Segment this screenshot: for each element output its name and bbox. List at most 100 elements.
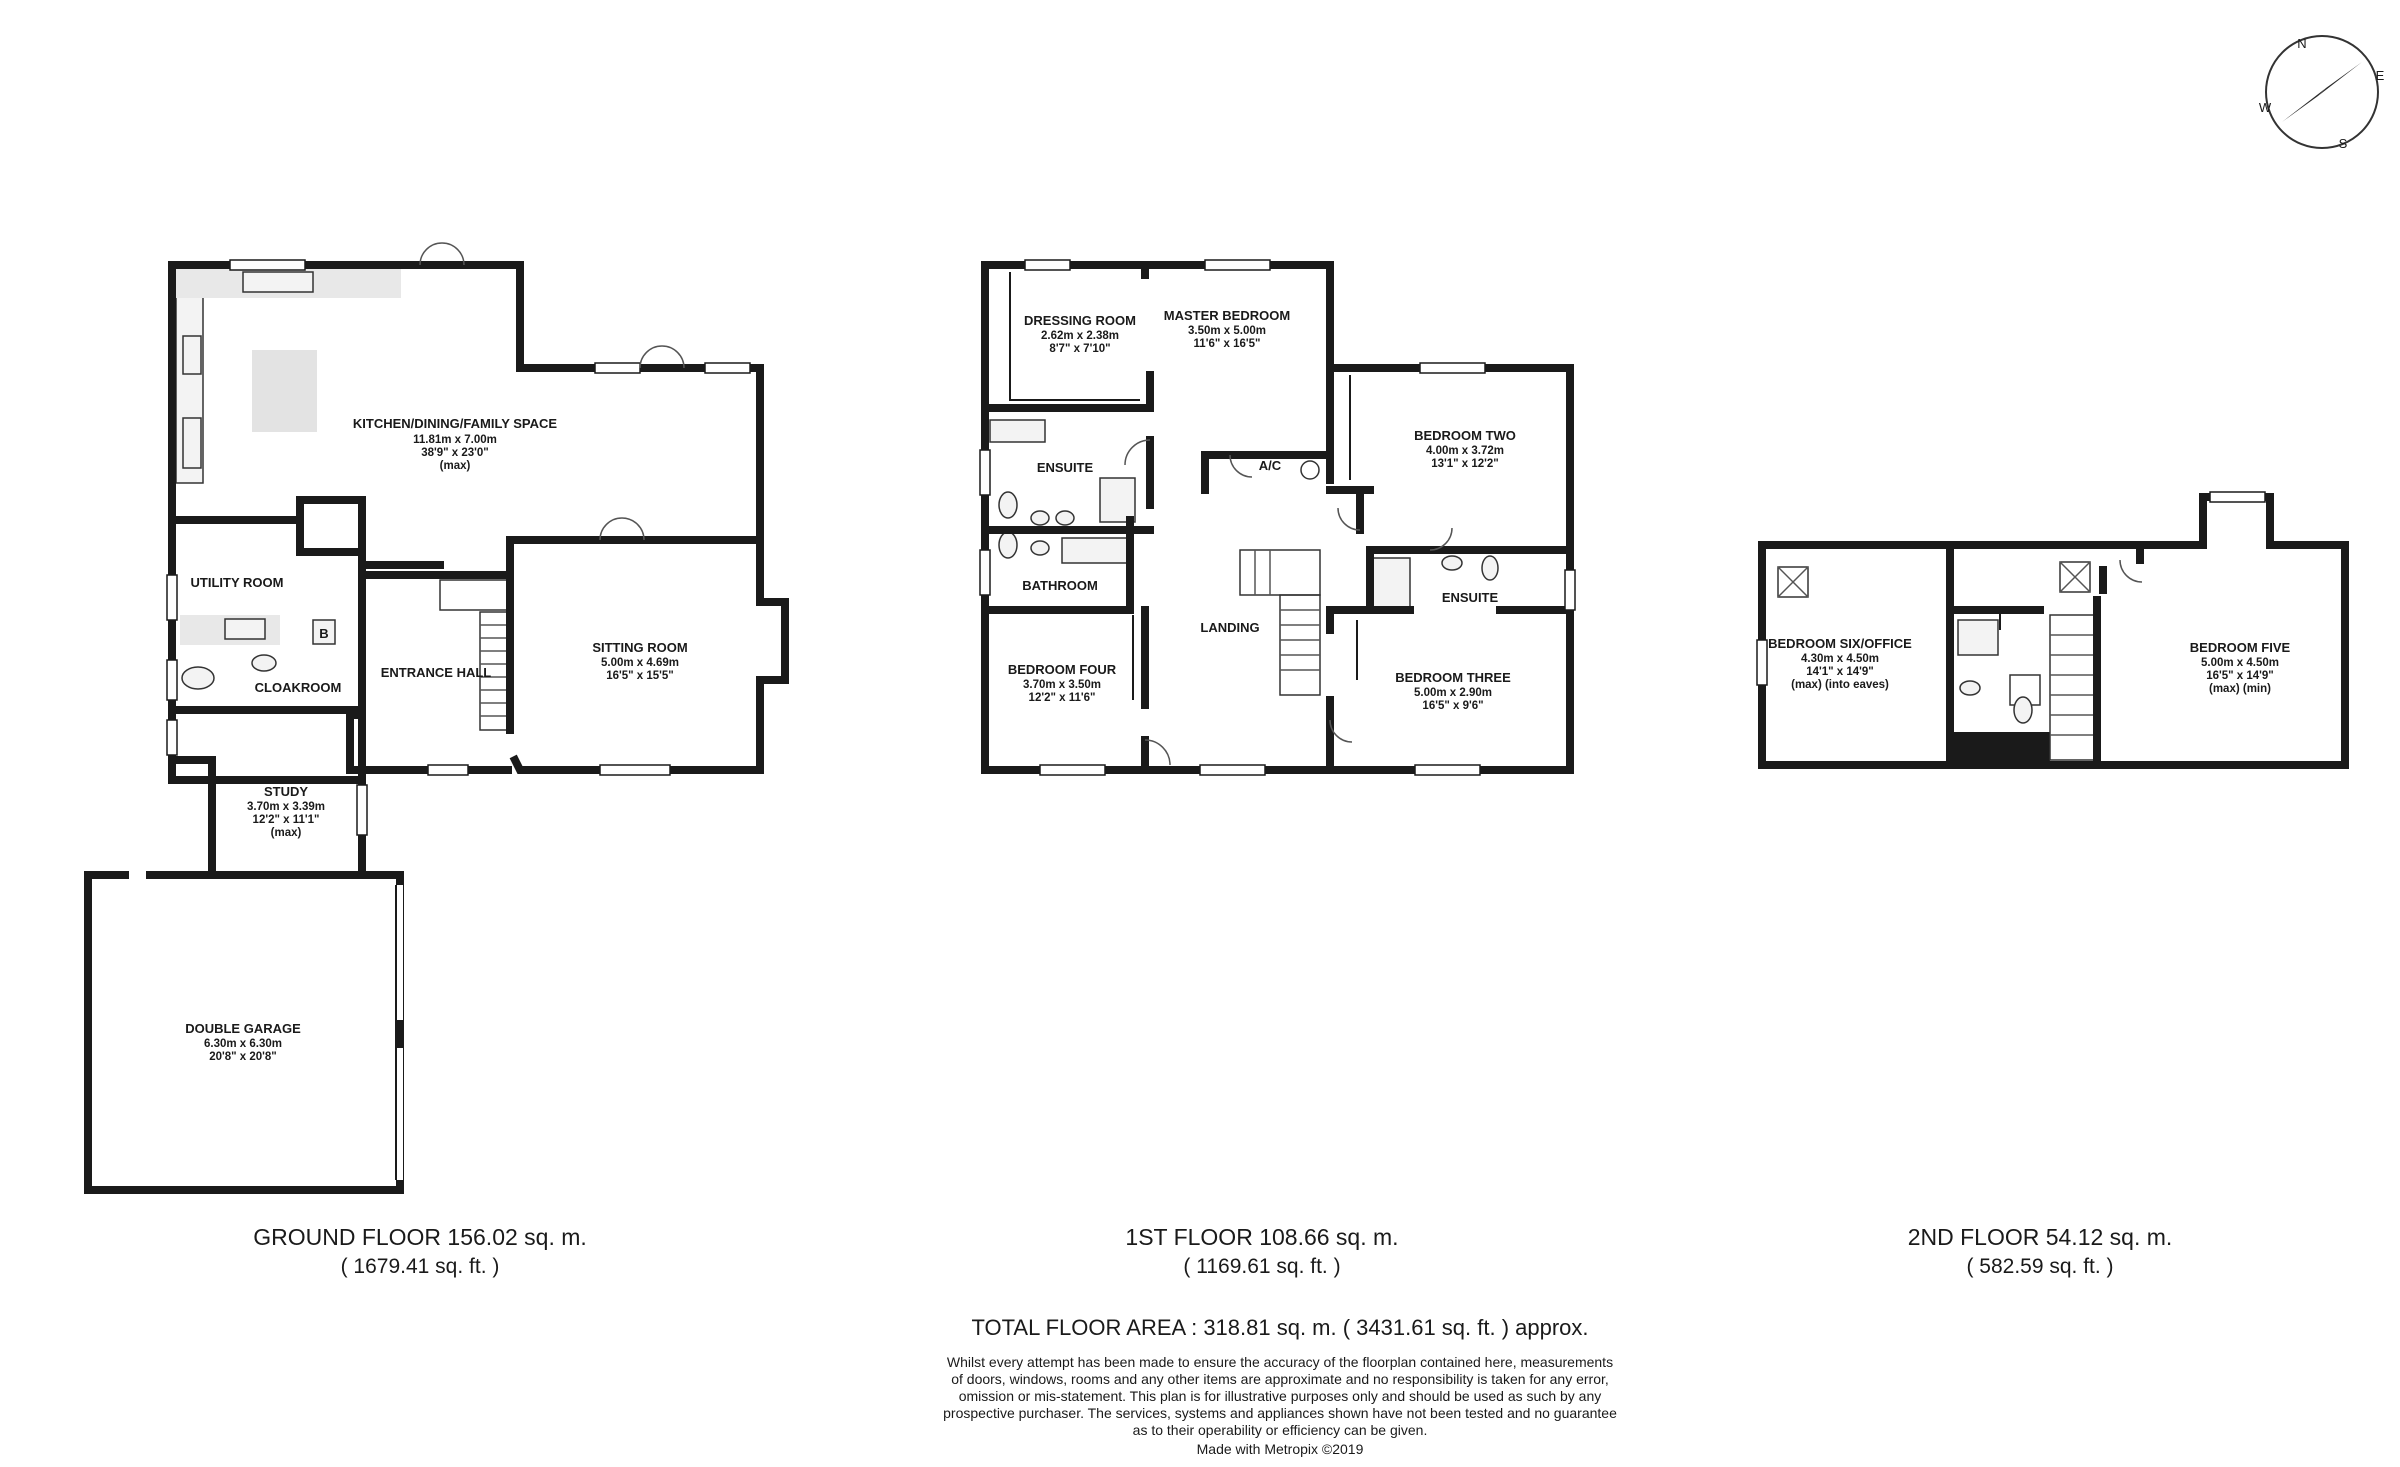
french-doors-icon — [419, 242, 465, 266]
door-swing — [1144, 739, 1171, 766]
ground-floor-plan: B — [84, 242, 789, 1194]
ground-floor-sqft: ( 1679.41 sq. ft. ) — [341, 1255, 500, 1278]
bedroom-five-note: (max) (min) — [2209, 683, 2271, 695]
window — [1419, 362, 1486, 374]
window — [427, 764, 469, 776]
utility-label: UTILITY ROOM — [191, 575, 284, 590]
boiler-box — [312, 619, 336, 645]
toilet-icon — [998, 491, 1018, 519]
second-floor-plan: BEDROOM SIX/OFFICE 4.30m x 4.50m 14'1" x… — [1756, 491, 2349, 769]
window — [1564, 569, 1576, 611]
study-imperial: 12'2" x 11'1" — [253, 814, 320, 826]
entrance-hall-label: ENTRANCE HALL — [381, 665, 492, 680]
door-swing — [1337, 507, 1361, 531]
bathroom-label: BATHROOM — [1022, 578, 1098, 593]
door-swing — [1329, 719, 1353, 743]
skylight-icon — [1777, 566, 1809, 598]
window — [599, 764, 671, 776]
utility-sink-icon — [224, 618, 266, 640]
first-floor-sqft: ( 1169.61 sq. ft. ) — [1183, 1255, 1340, 1278]
window — [979, 549, 991, 596]
bedroom-four-metric: 3.70m x 3.50m — [1023, 679, 1101, 691]
eaves-void — [1950, 732, 2050, 762]
compass-s-label: S — [2339, 136, 2348, 151]
basin-icon — [1030, 540, 1050, 556]
window — [1414, 764, 1481, 776]
cloakroom-label: CLOAKROOM — [255, 680, 342, 695]
kitchen-label: KITCHEN/DINING/FAMILY SPACE — [353, 416, 558, 431]
compass-n-label: N — [2297, 36, 2306, 51]
dressing-room-label: DRESSING ROOM — [1024, 313, 1136, 328]
window — [1024, 259, 1071, 271]
basin-icon — [1055, 510, 1075, 526]
basin-icon — [1441, 555, 1463, 571]
window — [1039, 764, 1106, 776]
toilet-icon — [181, 666, 215, 690]
bedroom-two-metric: 4.00m x 3.72m — [1426, 445, 1504, 457]
window — [166, 659, 178, 701]
ac-label: A/C — [1259, 458, 1282, 473]
window — [1199, 764, 1266, 776]
second-floor-sqft: ( 582.59 sq. ft. ) — [1966, 1255, 2113, 1278]
bedroom-six-note: (max) (into eaves) — [1791, 679, 1889, 691]
bedroom-four-label: BEDROOM FOUR — [1008, 662, 1117, 677]
sitting-room-imperial: 16'5" x 15'5" — [606, 670, 674, 682]
bedroom-six-label: BEDROOM SIX/OFFICE — [1768, 636, 1912, 651]
ac-unit-icon — [1300, 460, 1320, 480]
study-label: STUDY — [264, 784, 308, 799]
compass-w-label: W — [2259, 100, 2272, 115]
window — [979, 449, 991, 496]
sitting-room-metric: 5.00m x 4.69m — [601, 657, 679, 669]
ground-floor-title: GROUND FLOOR 156.02 sq. m. — [253, 1224, 587, 1250]
dressing-room-metric: 2.62m x 2.38m — [1041, 330, 1119, 342]
disclaimer-line: as to their operability or efficiency ca… — [1133, 1422, 1428, 1438]
master-bedroom-metric: 3.50m x 5.00m — [1188, 325, 1266, 337]
study-note: (max) — [271, 827, 302, 839]
oven-icon — [182, 417, 202, 469]
compass-rose-icon: N E S W — [2259, 35, 2385, 151]
first-floor-title: 1ST FLOOR 108.66 sq. m. — [1125, 1224, 1398, 1250]
garage-metric: 6.30m x 6.30m — [204, 1038, 282, 1050]
total-floor-area: TOTAL FLOOR AREA : 318.81 sq. m. ( 3431.… — [971, 1315, 1588, 1340]
bedroom-six-metric: 4.30m x 4.50m — [1801, 653, 1879, 665]
toilet-icon — [1481, 555, 1499, 581]
kitchen-sink-icon — [242, 271, 314, 293]
landing-label: LANDING — [1200, 620, 1259, 635]
toilet-icon — [998, 531, 1018, 559]
second-floor-title: 2ND FLOOR 54.12 sq. m. — [1908, 1224, 2173, 1250]
bedroom-five-metric: 5.00m x 4.50m — [2201, 657, 2279, 669]
french-doors-icon — [599, 517, 645, 541]
door-swing — [1124, 439, 1151, 466]
second-stairs — [2049, 614, 2096, 761]
ground-stairs — [439, 579, 511, 731]
window — [2209, 491, 2266, 503]
bedroom-three-imperial: 16'5" x 9'6" — [1422, 700, 1483, 712]
master-bedroom-label: MASTER BEDROOM — [1164, 308, 1290, 323]
disclaimer-line: Whilst every attempt has been made to en… — [947, 1354, 1613, 1370]
skylight-icon — [2059, 561, 2091, 593]
sitting-room-label: SITTING ROOM — [592, 640, 687, 655]
window — [356, 784, 368, 836]
window — [594, 362, 641, 374]
first-stairs — [1239, 549, 1321, 696]
first-floor-plan: DRESSING ROOM 2.62m x 2.38m 8'7" x 7'10"… — [979, 259, 1576, 776]
door-swing — [2119, 559, 2143, 583]
shower-icon — [1957, 619, 1999, 656]
kitchen-island — [252, 350, 317, 432]
bedroom-three-metric: 5.00m x 2.90m — [1414, 687, 1492, 699]
kitchen-imperial: 38'9" x 23'0" — [421, 447, 489, 459]
wardrobe-line — [1009, 272, 1140, 401]
compass-e-label: E — [2376, 68, 2385, 83]
french-doors-icon — [639, 345, 685, 369]
basin-icon — [251, 654, 277, 672]
window — [1204, 259, 1271, 271]
bedroom-two-imperial: 13'1" x 12'2" — [1431, 458, 1499, 470]
kitchen-note: (max) — [440, 460, 471, 472]
door-swing — [1429, 527, 1453, 551]
boiler-label: B — [319, 626, 328, 641]
study-metric: 3.70m x 3.39m — [247, 801, 325, 813]
bedroom-two-label: BEDROOM TWO — [1414, 428, 1516, 443]
toilet-icon — [2013, 696, 2033, 724]
bath-icon — [989, 419, 1046, 443]
